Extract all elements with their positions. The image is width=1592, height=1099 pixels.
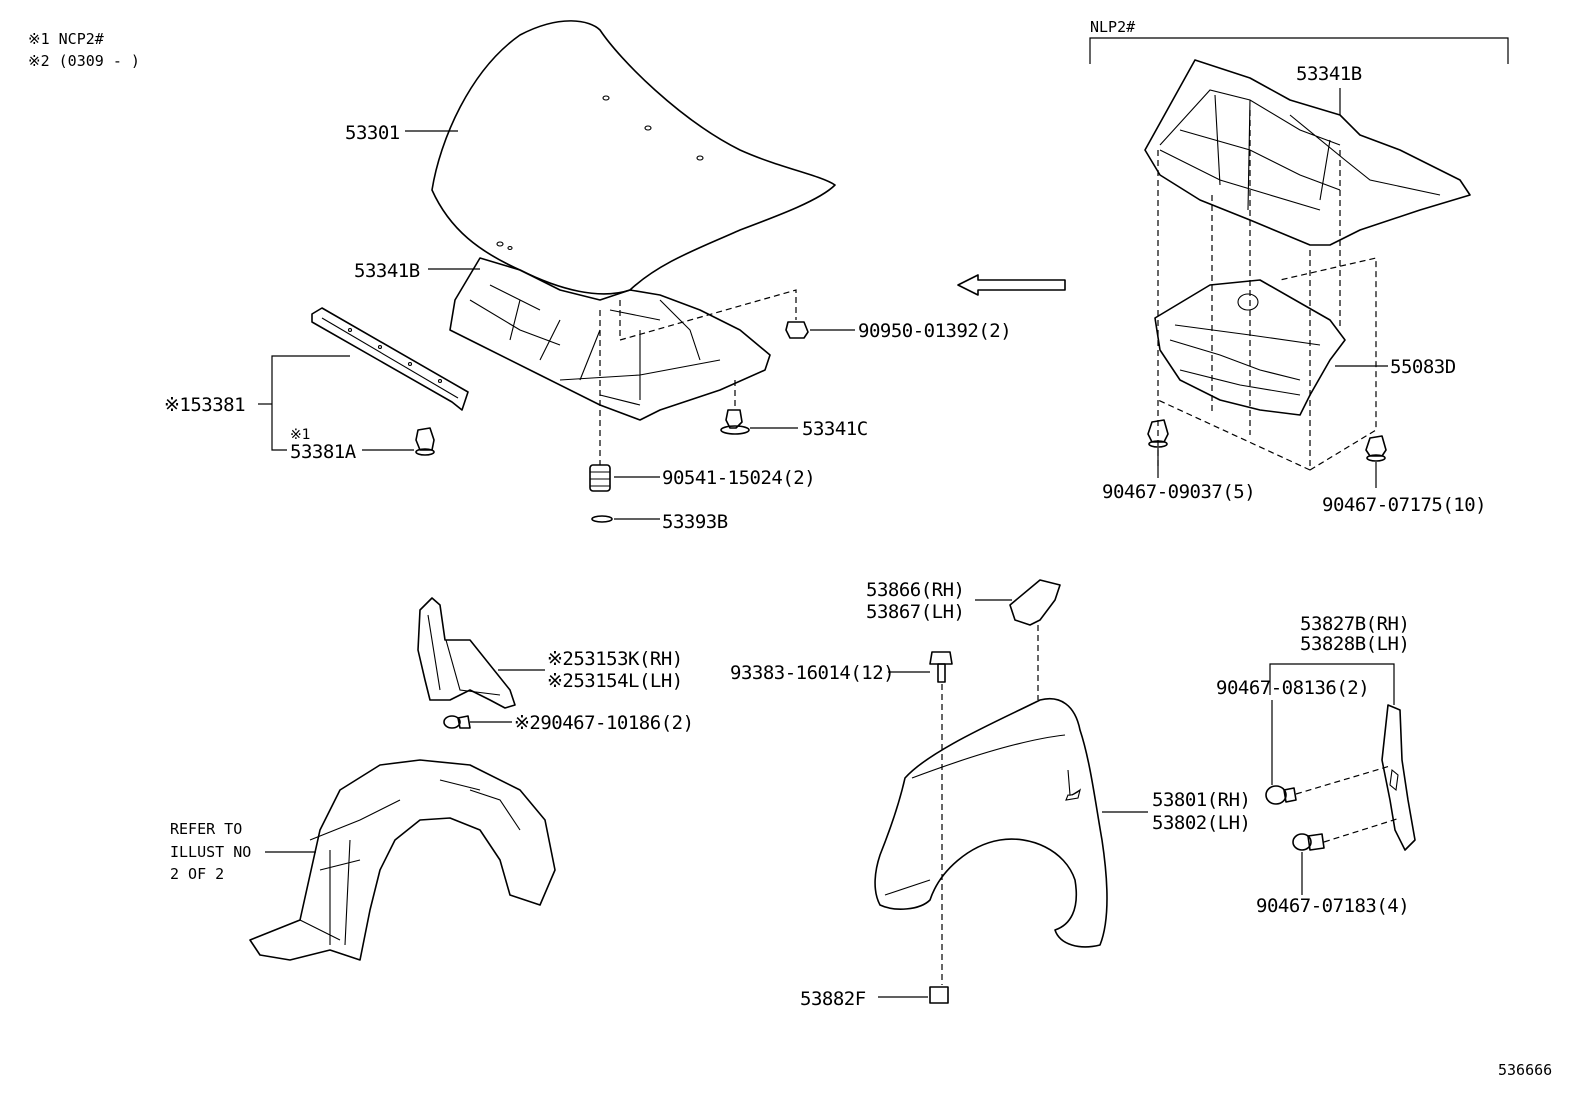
fender-liner [249,759,556,961]
label-90467-08136: 90467-08136(2) [1216,677,1369,699]
label-53341C: 53341C [802,418,868,440]
nut-clip-90950 [785,321,809,339]
clip-90467-10186 [443,715,471,729]
label-90467-07175: 90467-07175(10) [1322,494,1486,516]
seal-53393B [591,515,613,523]
hood-insulator [449,257,771,421]
label-53828B: 53828B(LH) [1300,633,1409,655]
label-53801: 53801(RH) [1152,789,1250,811]
label-53827B: 53827B(RH) [1300,613,1409,635]
label-53882F: 53882F [800,988,866,1010]
diagram-id: 536666 [1498,1061,1552,1079]
hood-insulator-inset [1144,59,1471,246]
seal-bar-53381 [311,307,469,411]
clip-90467-07175 [1365,435,1387,462]
note-ncp2: ※1 NCP2# [28,30,104,48]
label-53381A-mark: ※1 [290,427,311,443]
nut-53882F [929,986,949,1004]
label-53154L: ※253154L(LH) [547,670,683,692]
clip-53341C [720,409,750,435]
clip-90467-08136 [1265,785,1297,805]
label-53301: 53301 [345,122,400,144]
clip-90467-09037 [1147,419,1169,448]
label-53381A: 53381A [290,441,357,463]
refer-line-3: 2 OF 2 [170,865,224,883]
clip-90467-07183 [1292,833,1325,851]
note-date-range: ※2 (0309 - ) [28,52,140,70]
fender-bracket-53153K [417,597,516,709]
label-55083D: 55083D [1390,356,1456,378]
front-fender [874,698,1108,948]
label-53866: 53866(RH) [866,579,964,601]
refer-line-2: ILLUST NO [170,843,251,861]
direction-arrow [957,274,1066,296]
label-90467-09037: 90467-09037(5) [1102,481,1255,503]
refer-line-1: REFER TO [170,820,242,838]
fender-liner-piece-53866 [1009,579,1061,626]
label-53867: 53867(LH) [866,601,964,623]
fender-seal-53827B [1381,704,1416,851]
label-90950-01392: 90950-01392(2) [858,320,1011,342]
bolt-93383 [929,651,953,683]
label-53393B: 53393B [662,511,728,533]
label-53802: 53802(LH) [1152,812,1250,834]
hood-panel [431,20,836,295]
label-90467-07183: 90467-07183(4) [1256,895,1409,917]
label-53341B-inset: 53341B [1296,63,1362,85]
inset-label: NLP2# [1090,18,1135,36]
cushion-90541 [589,464,611,492]
label-53153K: ※253153K(RH) [547,648,683,670]
label-53381: ※153381 [164,394,245,416]
label-93383-16014: 93383-16014(12) [730,662,894,684]
label-90541-15024: 90541-15024(2) [662,467,815,489]
clip-53381A [415,427,435,456]
label-53341B-main: 53341B [354,260,420,282]
label-90467-10186: ※290467-10186(2) [514,712,694,734]
